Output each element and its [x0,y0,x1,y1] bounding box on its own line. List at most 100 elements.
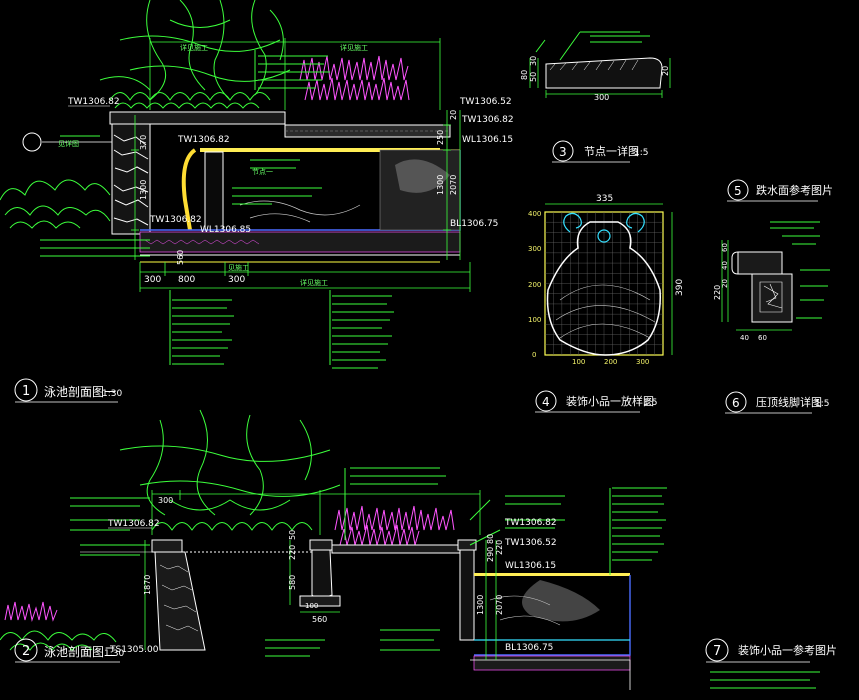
section-3-drawing [529,31,671,98]
elev-tw5: TW1306.82 [107,519,160,529]
dim-s3-50: 50 [529,72,538,82]
shrubs-bottom [151,522,313,531]
dim-s2-100: 100 [305,602,318,610]
shrub-left-section1 [0,179,111,229]
dim-s2-220b: 220 [495,540,504,555]
elev-tw3b: TW1306.82 [461,115,514,125]
dim-s6-20: 20 [721,279,729,288]
tree-foliage-top [99,0,291,101]
dim-s3-30: 30 [529,56,538,66]
s3-title: 节点一详图 [584,144,639,158]
dim-s2-2070: 2070 [495,595,504,615]
section-6-drawing [721,221,830,331]
elev-ts1: TS1305.00 [109,645,159,655]
leader-s1-c: 见施工 [228,263,249,272]
leader-s1-b: 节点一 [252,168,273,176]
s4-scale: 1:5 [643,398,657,408]
dim-s4-h: 390 [675,279,685,296]
dim-s1-300a: 300 [144,275,161,285]
s4-tick-100: 100 [528,316,541,324]
dim-s2-300: 300 [158,496,173,505]
elev-tw1: TW1306.82 [67,97,120,107]
planting-bottom [334,505,455,546]
shrubs-left [109,92,271,109]
elev-wl3: WL1306.15 [505,561,556,571]
notes-section-2 [70,467,667,657]
leader-s1-f: 详见施工 [300,278,328,287]
s4-xtick-200: 200 [604,358,617,366]
dim-s1-1300r: 1300 [436,175,445,195]
s4-tick-200: 200 [528,281,541,289]
s1-scale: 1:30 [102,389,122,399]
s4-xtick-300: 300 [636,358,649,366]
elev-bl1: BL1306.75 [450,219,498,229]
dim-s1-2070: 2070 [449,175,458,195]
leader-s1-d: 详见施工 [180,43,208,52]
shrub-magenta-left [4,601,58,622]
dim-s2-80: 80 [486,534,495,544]
s2-scale: 1:30 [104,649,124,659]
s1-number: 1 [22,384,30,399]
dim-s2-1870: 1870 [143,575,152,595]
dim-s2-580: 580 [288,575,297,590]
s7-title: 装饰小品一参考图片 [738,643,837,657]
s6-title: 压顶线脚详图 [756,395,822,409]
elev-tw6: TW1306.82 [504,518,557,528]
notes-column-top [40,50,330,257]
dim-s1-250: 250 [436,130,445,145]
dim-s6-60: 60 [721,243,729,252]
elev-bl2: BL1306.75 [505,643,553,653]
elev-tw2: TW1306.82 [177,135,230,145]
s4-number: 4 [542,395,550,409]
s1-title: 泳池剖面图一 [44,385,116,399]
shrub-green-left [0,630,117,651]
dim-s1-300b: 300 [228,275,245,285]
dim-s2-560: 560 [312,615,327,624]
section-1-drawing [0,0,471,369]
s2-number: 2 [22,644,30,659]
dim-s2-1300: 1300 [476,595,485,615]
elev-tw3: TW1306.52 [459,97,512,107]
dim-s1-800: 800 [178,275,195,285]
s3-scale: 1:5 [634,148,648,158]
leader-s1-e: 详见施工 [340,43,368,52]
dim-s3-20: 20 [661,66,670,76]
s6-number: 6 [732,396,740,410]
s3-number: 3 [559,145,567,159]
dim-s6-w40: 40 [740,334,749,342]
dim-s6-220: 220 [713,285,722,300]
dim-s3-80: 80 [520,70,529,80]
notes-column-bottom [169,290,394,369]
s2-title: 泳池剖面图二 [44,645,116,659]
dim-s6-w60: 60 [758,334,767,342]
s4-tick-0: 0 [532,351,536,359]
dim-s1-370: 370 [139,135,148,150]
tree-foliage-bottom [119,409,341,516]
elev-tw4: TW1306.82 [149,215,202,225]
s7-number: 7 [713,644,721,659]
planting-beds [299,55,410,101]
s4-tick-400: 400 [528,210,541,218]
elev-tw7: TW1306.52 [504,538,557,548]
dim-s1-560: 560 [176,250,185,265]
section-4-drawing [544,203,673,356]
dim-s3-w: 300 [594,93,609,102]
leader-s1-a: 见详图 [58,139,79,148]
s5-number: 5 [734,184,742,198]
s4-title: 装饰小品一放样图 [566,394,654,408]
s6-scale: 1:5 [815,399,829,409]
dim-s1-1300: 1300 [139,180,148,200]
dim-s2-290: 290 [486,547,495,562]
dim-s1-20: 20 [449,110,458,120]
dim-s6-40: 40 [721,261,729,270]
s5-title: 跌水面参考图片 [756,183,833,197]
s4-xtick-100: 100 [572,358,585,366]
s4-tick-300: 300 [528,245,541,253]
dim-s4-w: 335 [596,194,613,204]
dim-s2-50: 50 [288,530,297,540]
section-2-drawing [0,409,667,690]
elev-wl2: WL1306.85 [200,225,251,235]
dim-s2-220: 220 [288,545,297,560]
